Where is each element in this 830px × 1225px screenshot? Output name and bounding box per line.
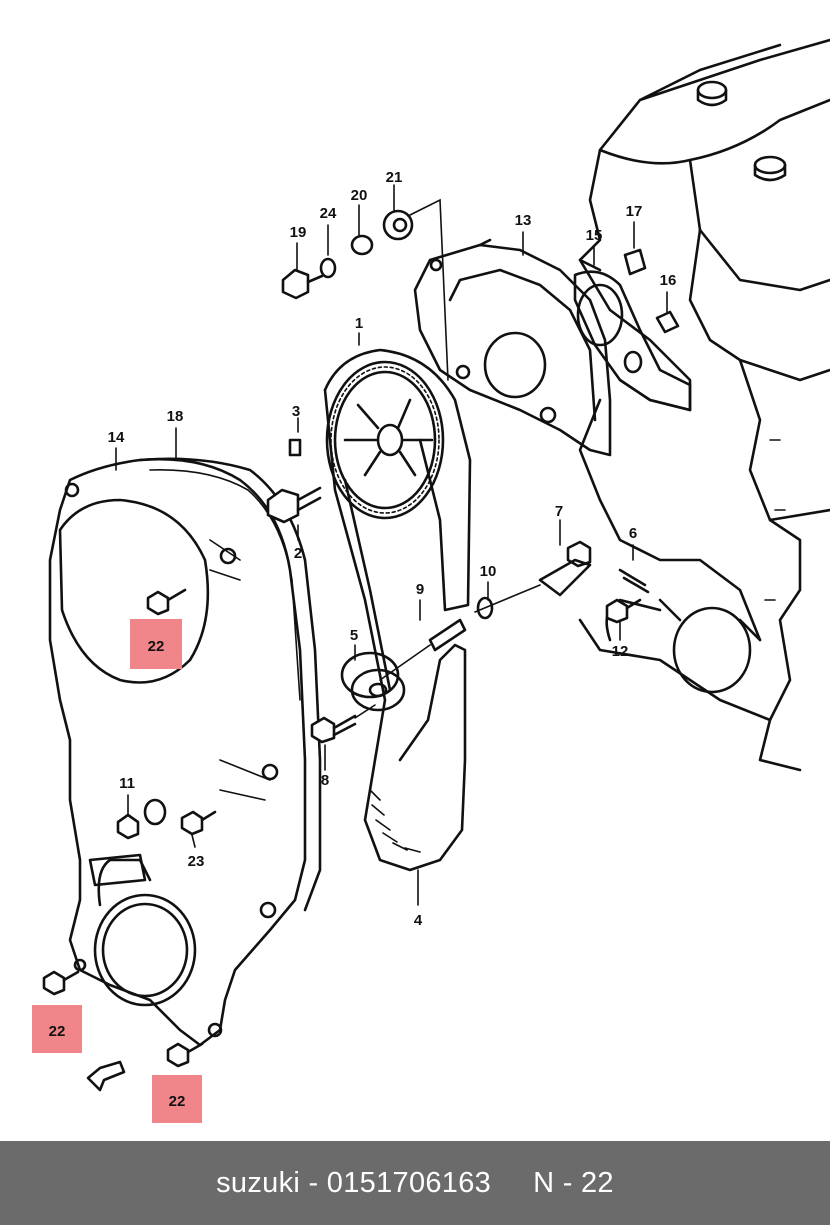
callout-18: 18 xyxy=(167,408,184,425)
callout-9: 9 xyxy=(416,581,424,598)
fasteners xyxy=(42,198,680,1092)
callout-12: 12 xyxy=(612,643,629,660)
callout-labels: 1 2 3 4 5 6 7 8 9 10 11 12 13 14 15 16 1… xyxy=(108,169,677,929)
callout-13: 13 xyxy=(515,212,532,229)
inner-timing-cover xyxy=(413,238,612,457)
callout-11: 11 xyxy=(119,775,135,792)
callout-1: 1 xyxy=(355,315,363,332)
callout-5: 5 xyxy=(350,627,358,644)
svg-text:22: 22 xyxy=(169,1093,186,1110)
part-number: 0151706163 xyxy=(326,1166,492,1199)
callout-14: 14 xyxy=(108,429,125,446)
tensioner-pulley xyxy=(340,651,406,712)
outer-timing-cover xyxy=(48,457,322,1047)
callout-23: 23 xyxy=(188,853,205,870)
callout-24: 24 xyxy=(320,205,337,222)
timing-belt-exploded-diagram: 22 22 22 1 2 3 4 5 6 7 8 9 10 11 12 13 1… xyxy=(32,38,830,1123)
seal-plate xyxy=(573,270,692,412)
callout-10: 10 xyxy=(480,563,497,580)
brand-name: suzuki xyxy=(216,1166,301,1199)
leader-lines xyxy=(115,184,668,906)
callout-17: 17 xyxy=(626,203,643,220)
highlight-22-lower-left: 22 xyxy=(32,1005,82,1053)
highlight-22-group: 22 22 22 xyxy=(32,619,202,1123)
footer-separator: - xyxy=(308,1166,319,1199)
part-number-footer: suzuki - 0151706163 N - 22 xyxy=(0,1141,830,1225)
callout-4: 4 xyxy=(414,912,423,929)
callout-3: 3 xyxy=(292,403,300,420)
callout-7: 7 xyxy=(555,503,563,520)
highlight-22-upper: 22 xyxy=(130,619,182,669)
camshaft-sprocket xyxy=(325,360,445,520)
svg-text:22: 22 xyxy=(49,1023,66,1040)
callout-2: 2 xyxy=(294,545,302,562)
callout-6: 6 xyxy=(629,525,637,542)
callout-20: 20 xyxy=(351,187,368,204)
engine-block xyxy=(578,38,830,772)
callout-19: 19 xyxy=(290,224,307,241)
callout-21: 21 xyxy=(386,169,403,186)
highlight-22-lower-right: 22 xyxy=(152,1075,202,1123)
svg-text:22: 22 xyxy=(148,638,165,655)
callout-16: 16 xyxy=(660,272,677,289)
callout-15: 15 xyxy=(586,227,603,244)
callout-8: 8 xyxy=(321,772,329,789)
reference-number: N - 22 xyxy=(533,1166,614,1199)
